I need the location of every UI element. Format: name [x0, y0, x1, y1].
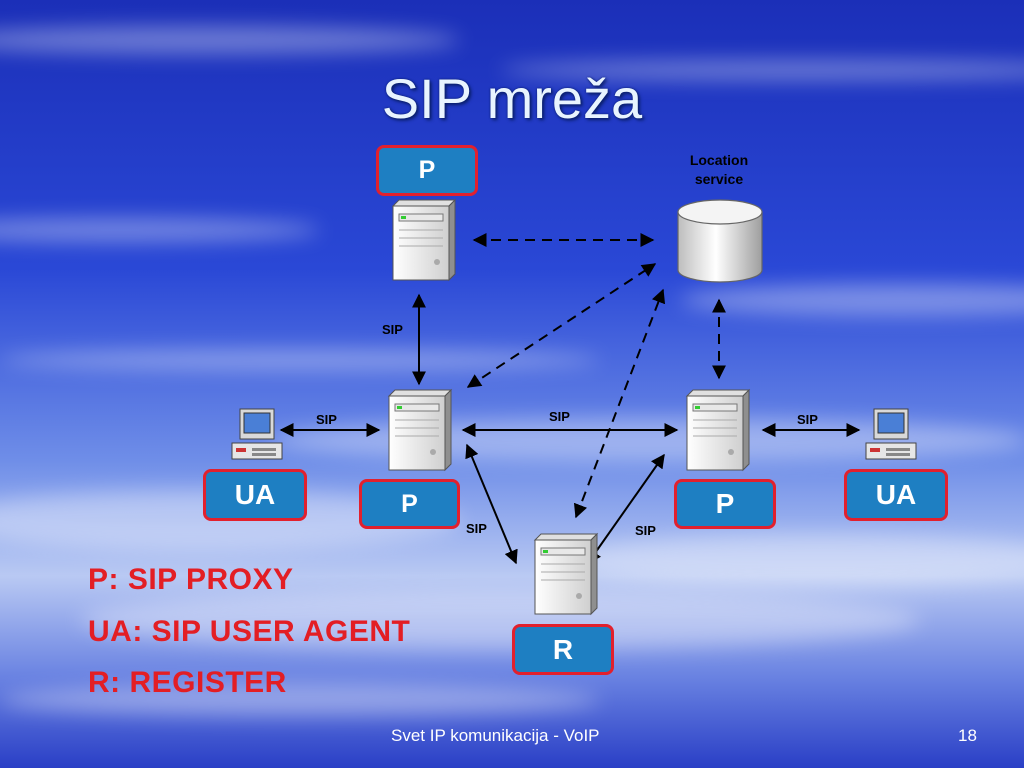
link-location-left [466, 263, 657, 388]
legend-item-register: R: REGISTER [88, 666, 287, 699]
link-left-diagonal [465, 443, 518, 565]
top-proxy-label: P [376, 145, 478, 196]
right-proxy-server-icon [686, 389, 750, 471]
right-ua-label: UA [844, 469, 948, 521]
left-proxy-label: P [359, 479, 460, 529]
left-proxy-server-icon [388, 389, 452, 471]
legend-item-proxy: P: SIP PROXY [88, 563, 294, 596]
location-service-label-line2: service [695, 171, 743, 187]
left-ua-label: UA [203, 469, 307, 521]
slide-footer: Svet IP komunikacija - VoIP [391, 726, 600, 745]
sip-label-right-diagonal: SIP [635, 523, 656, 538]
legend-item-user-agent: UA: SIP USER AGENT [88, 615, 411, 648]
slide-title: SIP mreža [381, 67, 643, 130]
left-ua-computer-icon [231, 408, 283, 460]
sip-label-left: SIP [316, 412, 337, 427]
sip-label-right: SIP [797, 412, 818, 427]
location-service-database-icon [677, 199, 763, 283]
register-label: R [512, 624, 614, 675]
right-proxy-label: P [674, 479, 776, 529]
sip-links [279, 293, 861, 565]
top-proxy-server-icon [392, 199, 456, 281]
location-links [466, 233, 726, 519]
link-location-register [573, 288, 666, 519]
sip-label-left-diagonal: SIP [466, 521, 487, 536]
location-service-label-line1: Location [690, 152, 748, 168]
link-right-diagonal [587, 453, 665, 565]
sip-label-top: SIP [382, 322, 403, 337]
right-ua-computer-icon [865, 408, 917, 460]
register-server-icon [534, 533, 598, 615]
sip-label-middle: SIP [549, 409, 570, 424]
slide-page-number: 18 [958, 726, 977, 745]
